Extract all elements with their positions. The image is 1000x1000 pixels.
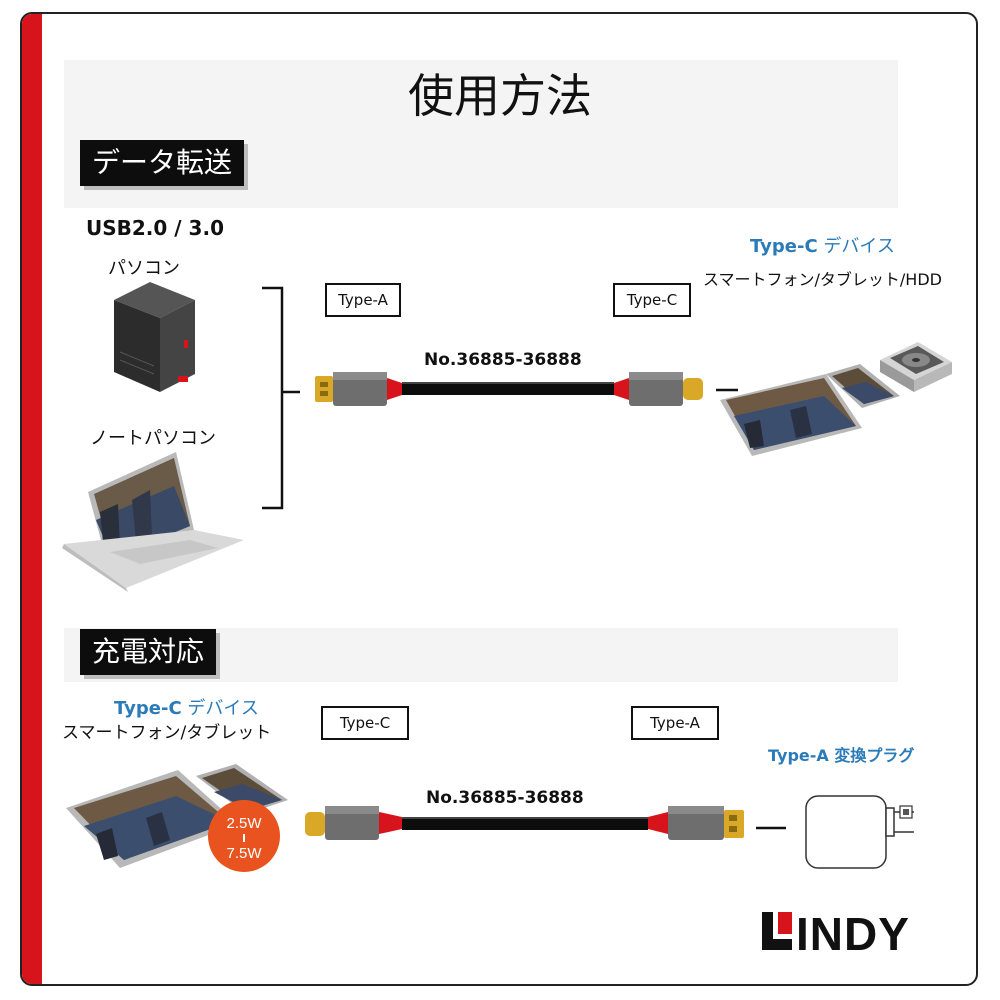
charge-cable-label: No.36885-36888	[426, 788, 584, 808]
svg-text:INDY: INDY	[796, 908, 910, 960]
data-device-title-bold: Type-C	[750, 236, 818, 257]
desktop-label: パソコン	[108, 258, 180, 279]
charge-device-sub: スマートフォン/タブレット	[62, 723, 272, 743]
data-device-sub: スマートフォン/タブレット/HDD	[703, 270, 942, 289]
laptop-icon	[62, 452, 244, 592]
charge-left-connector-box: Type-C	[321, 706, 409, 740]
power-badge-bottom: 7.5W	[226, 845, 262, 862]
charging-heading: 充電対応	[80, 629, 217, 675]
data-cable-label: No.36885-36888	[424, 350, 582, 370]
charge-device-title: Type-C デバイス	[114, 694, 259, 720]
power-badge-top: 2.5W	[226, 815, 262, 832]
data-left-connector-box: Type-A	[325, 283, 401, 317]
charge-device-title-bold: Type-C	[114, 698, 182, 719]
data-transfer-heading: データ転送	[80, 140, 245, 186]
data-device-title-rest: デバイス	[817, 236, 895, 257]
adapter-label-rest: 変換プラグ	[828, 746, 915, 765]
charge-usb-cable	[305, 806, 744, 840]
tablet-icon	[720, 374, 862, 456]
hdd-icon	[880, 342, 952, 392]
pc-bracket	[262, 286, 284, 510]
desktop-pc-icon	[114, 282, 195, 392]
laptop-label: ノートパソコン	[90, 428, 216, 449]
pc-spec-label: USB2.0 / 3.0	[86, 216, 224, 240]
charge-tablet-icon	[66, 770, 238, 868]
data-right-connector-box: Type-C	[613, 283, 691, 317]
adapter-icon	[805, 795, 914, 869]
phone-icon	[826, 364, 900, 408]
page-title: 使用方法	[408, 69, 592, 123]
charge-phone-icon	[196, 764, 288, 814]
red-side-bar	[22, 14, 42, 984]
charge-device-title-rest: デバイス	[181, 698, 259, 719]
data-device-title: Type-C デバイス	[750, 232, 895, 258]
data-usb-cable	[315, 372, 703, 406]
lindy-logo: INDY	[762, 908, 910, 960]
adapter-label-bold: Type-A	[768, 746, 829, 765]
charge-right-connector-box: Type-A	[631, 706, 719, 740]
adapter-label: Type-A 変換プラグ	[768, 742, 914, 766]
